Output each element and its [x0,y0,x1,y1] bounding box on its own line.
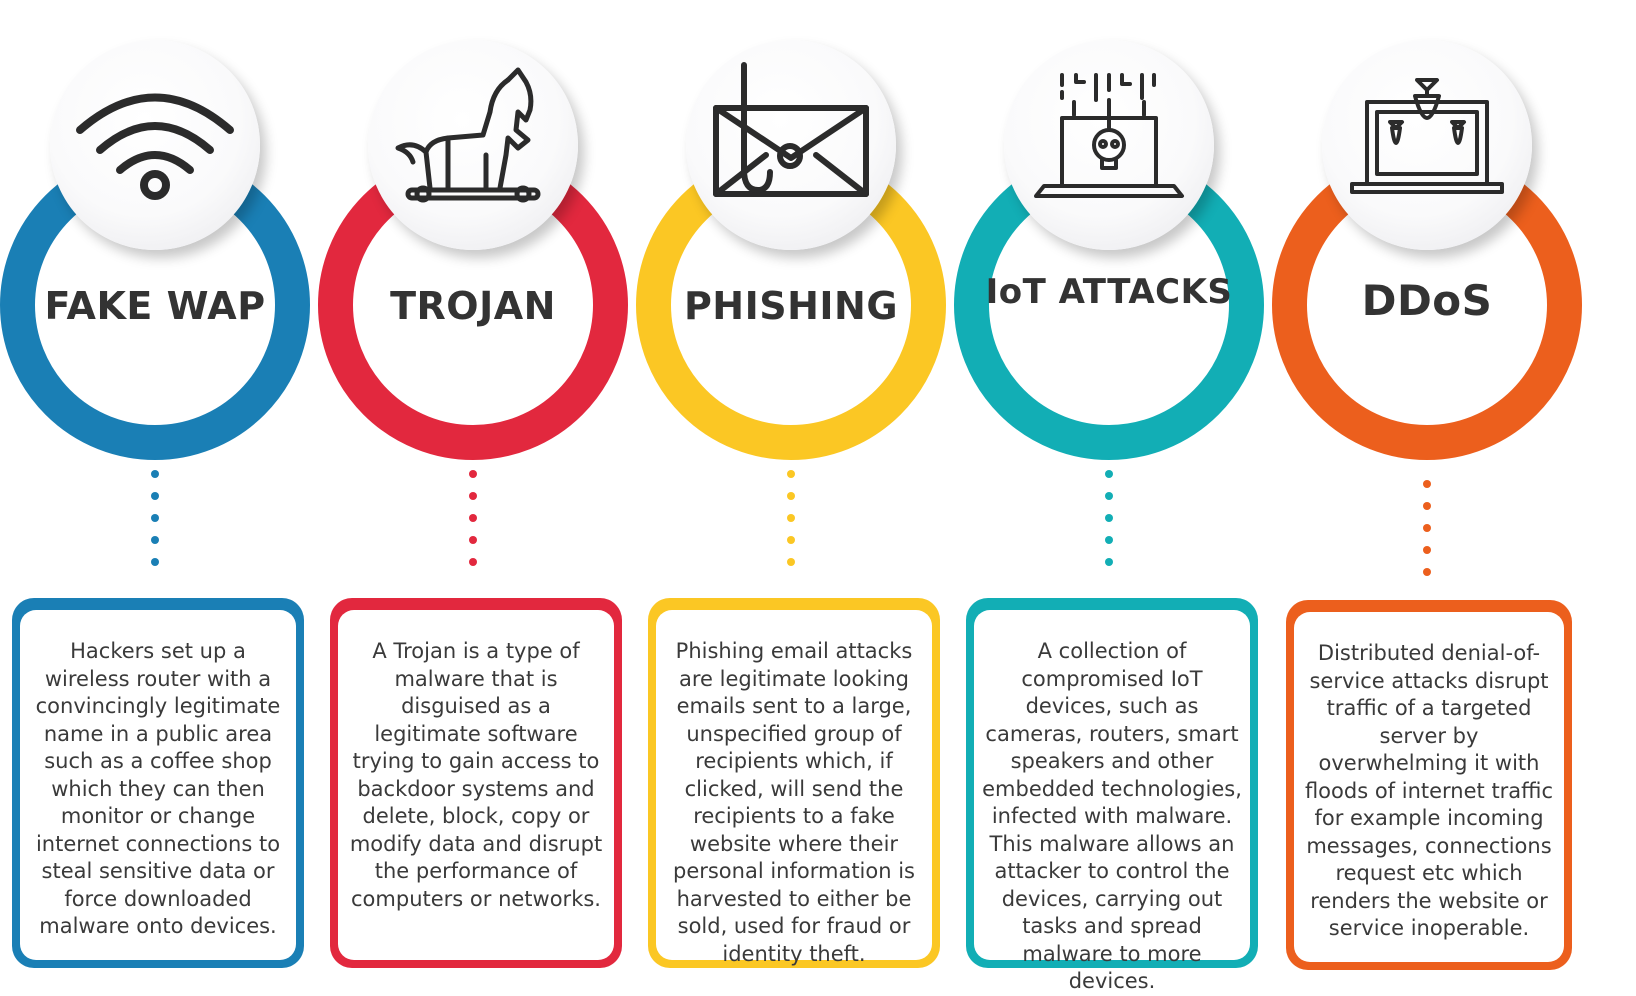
card-column-trojan: TROJAN A Trojan is a type of malware tha… [318,0,648,977]
description-text: A collection of compromised IoT devices,… [974,610,1250,993]
description-text: A Trojan is a type of malware that is di… [338,610,614,960]
trojan-horse-icon [395,67,541,203]
card-column-phishing: PHISHING Phishing email attacks are legi… [636,0,966,977]
card-column-ddos: DDoS Distributed denial-of-service attac… [1272,0,1602,977]
title: IoT ATTACKS [985,272,1233,312]
title: TROJAN [390,284,556,328]
description-card: A Trojan is a type of malware that is di… [330,598,622,968]
title: DDoS [1361,276,1493,325]
description-text: Phishing email attacks are legitimate lo… [656,610,932,966]
phishing-hook-envelope-icon [713,62,869,197]
description-card: Phishing email attacks are legitimate lo… [648,598,940,968]
laptop-bombs-icon [1350,78,1504,194]
card-column-fake-wap: FAKE WAP Hackers set up a wireless route… [0,0,330,977]
description-text: Hackers set up a wireless router with a … [20,610,296,960]
description-card: A collection of compromised IoT devices,… [966,598,1258,993]
icon-bubble [368,40,578,250]
description-text: Distributed denial-of-service attacks di… [1294,612,1564,962]
wifi-icon [76,93,234,200]
title: PHISHING [683,284,899,328]
icon-bubble [686,40,896,250]
connector-dots [151,470,161,590]
description-card: Distributed denial-of-service attacks di… [1286,600,1572,970]
connector-dots [1423,480,1433,600]
connector-dots [469,470,479,590]
icon-bubble [1322,40,1532,250]
connector-dots [1105,470,1115,590]
connector-dots [787,470,797,590]
title: FAKE WAP [44,284,266,328]
description-card: Hackers set up a wireless router with a … [12,598,304,968]
card-column-iot-attacks: IoT ATTACKS A collection of compromised … [954,0,1284,993]
icon-bubble [50,40,260,250]
laptop-skull-icon [1034,73,1184,198]
icon-bubble [1004,40,1214,250]
